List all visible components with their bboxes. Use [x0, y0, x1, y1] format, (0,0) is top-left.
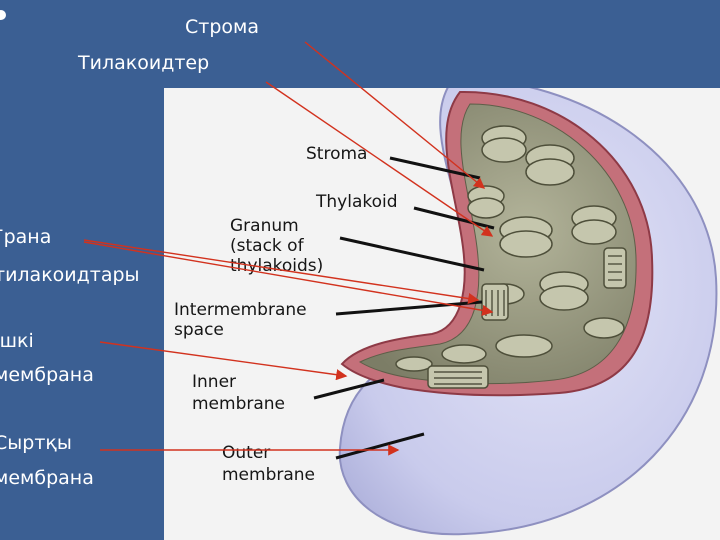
- label-outer-kz-1: Сыртқы: [0, 432, 72, 454]
- label-inner-kz-1: Ішкі: [0, 330, 34, 352]
- label-thylakoids-kz: Тилакоидтер: [78, 52, 210, 74]
- figure-label-intermembrane-1: Intermembrane: [174, 300, 307, 320]
- chloroplast-illustration: [313, 88, 718, 536]
- figure-label-outer-2: membrane: [222, 465, 316, 485]
- bullet-dot-icon: [0, 10, 6, 20]
- chloroplast-figure: Stroma Thylakoid Granum (stack of thylak…: [164, 88, 720, 540]
- label-grana-kz-1: Грана: [0, 226, 52, 248]
- label-stroma-kz: Строма: [185, 16, 259, 38]
- figure-label-granum-2: (stack of: [230, 236, 304, 256]
- figure-label-outer-1: Outer: [222, 443, 271, 463]
- figure-label-intermembrane-2: space: [174, 320, 224, 340]
- label-inner-kz-2: мембрана: [0, 364, 94, 386]
- label-grana-kz-2: тилакоидтары: [0, 264, 140, 286]
- figure-label-inner-1: Inner: [192, 372, 237, 392]
- figure-label-stroma: Stroma: [306, 144, 368, 164]
- figure-label-inner-2: membrane: [192, 394, 286, 414]
- thylakoid-stacks: [395, 125, 627, 389]
- label-outer-kz-2: мембрана: [0, 467, 94, 489]
- figure-label-granum-1: Granum: [230, 216, 299, 236]
- figure-label-granum-3: thylakoids): [230, 256, 324, 276]
- figure-label-thylakoid: Thylakoid: [316, 192, 398, 212]
